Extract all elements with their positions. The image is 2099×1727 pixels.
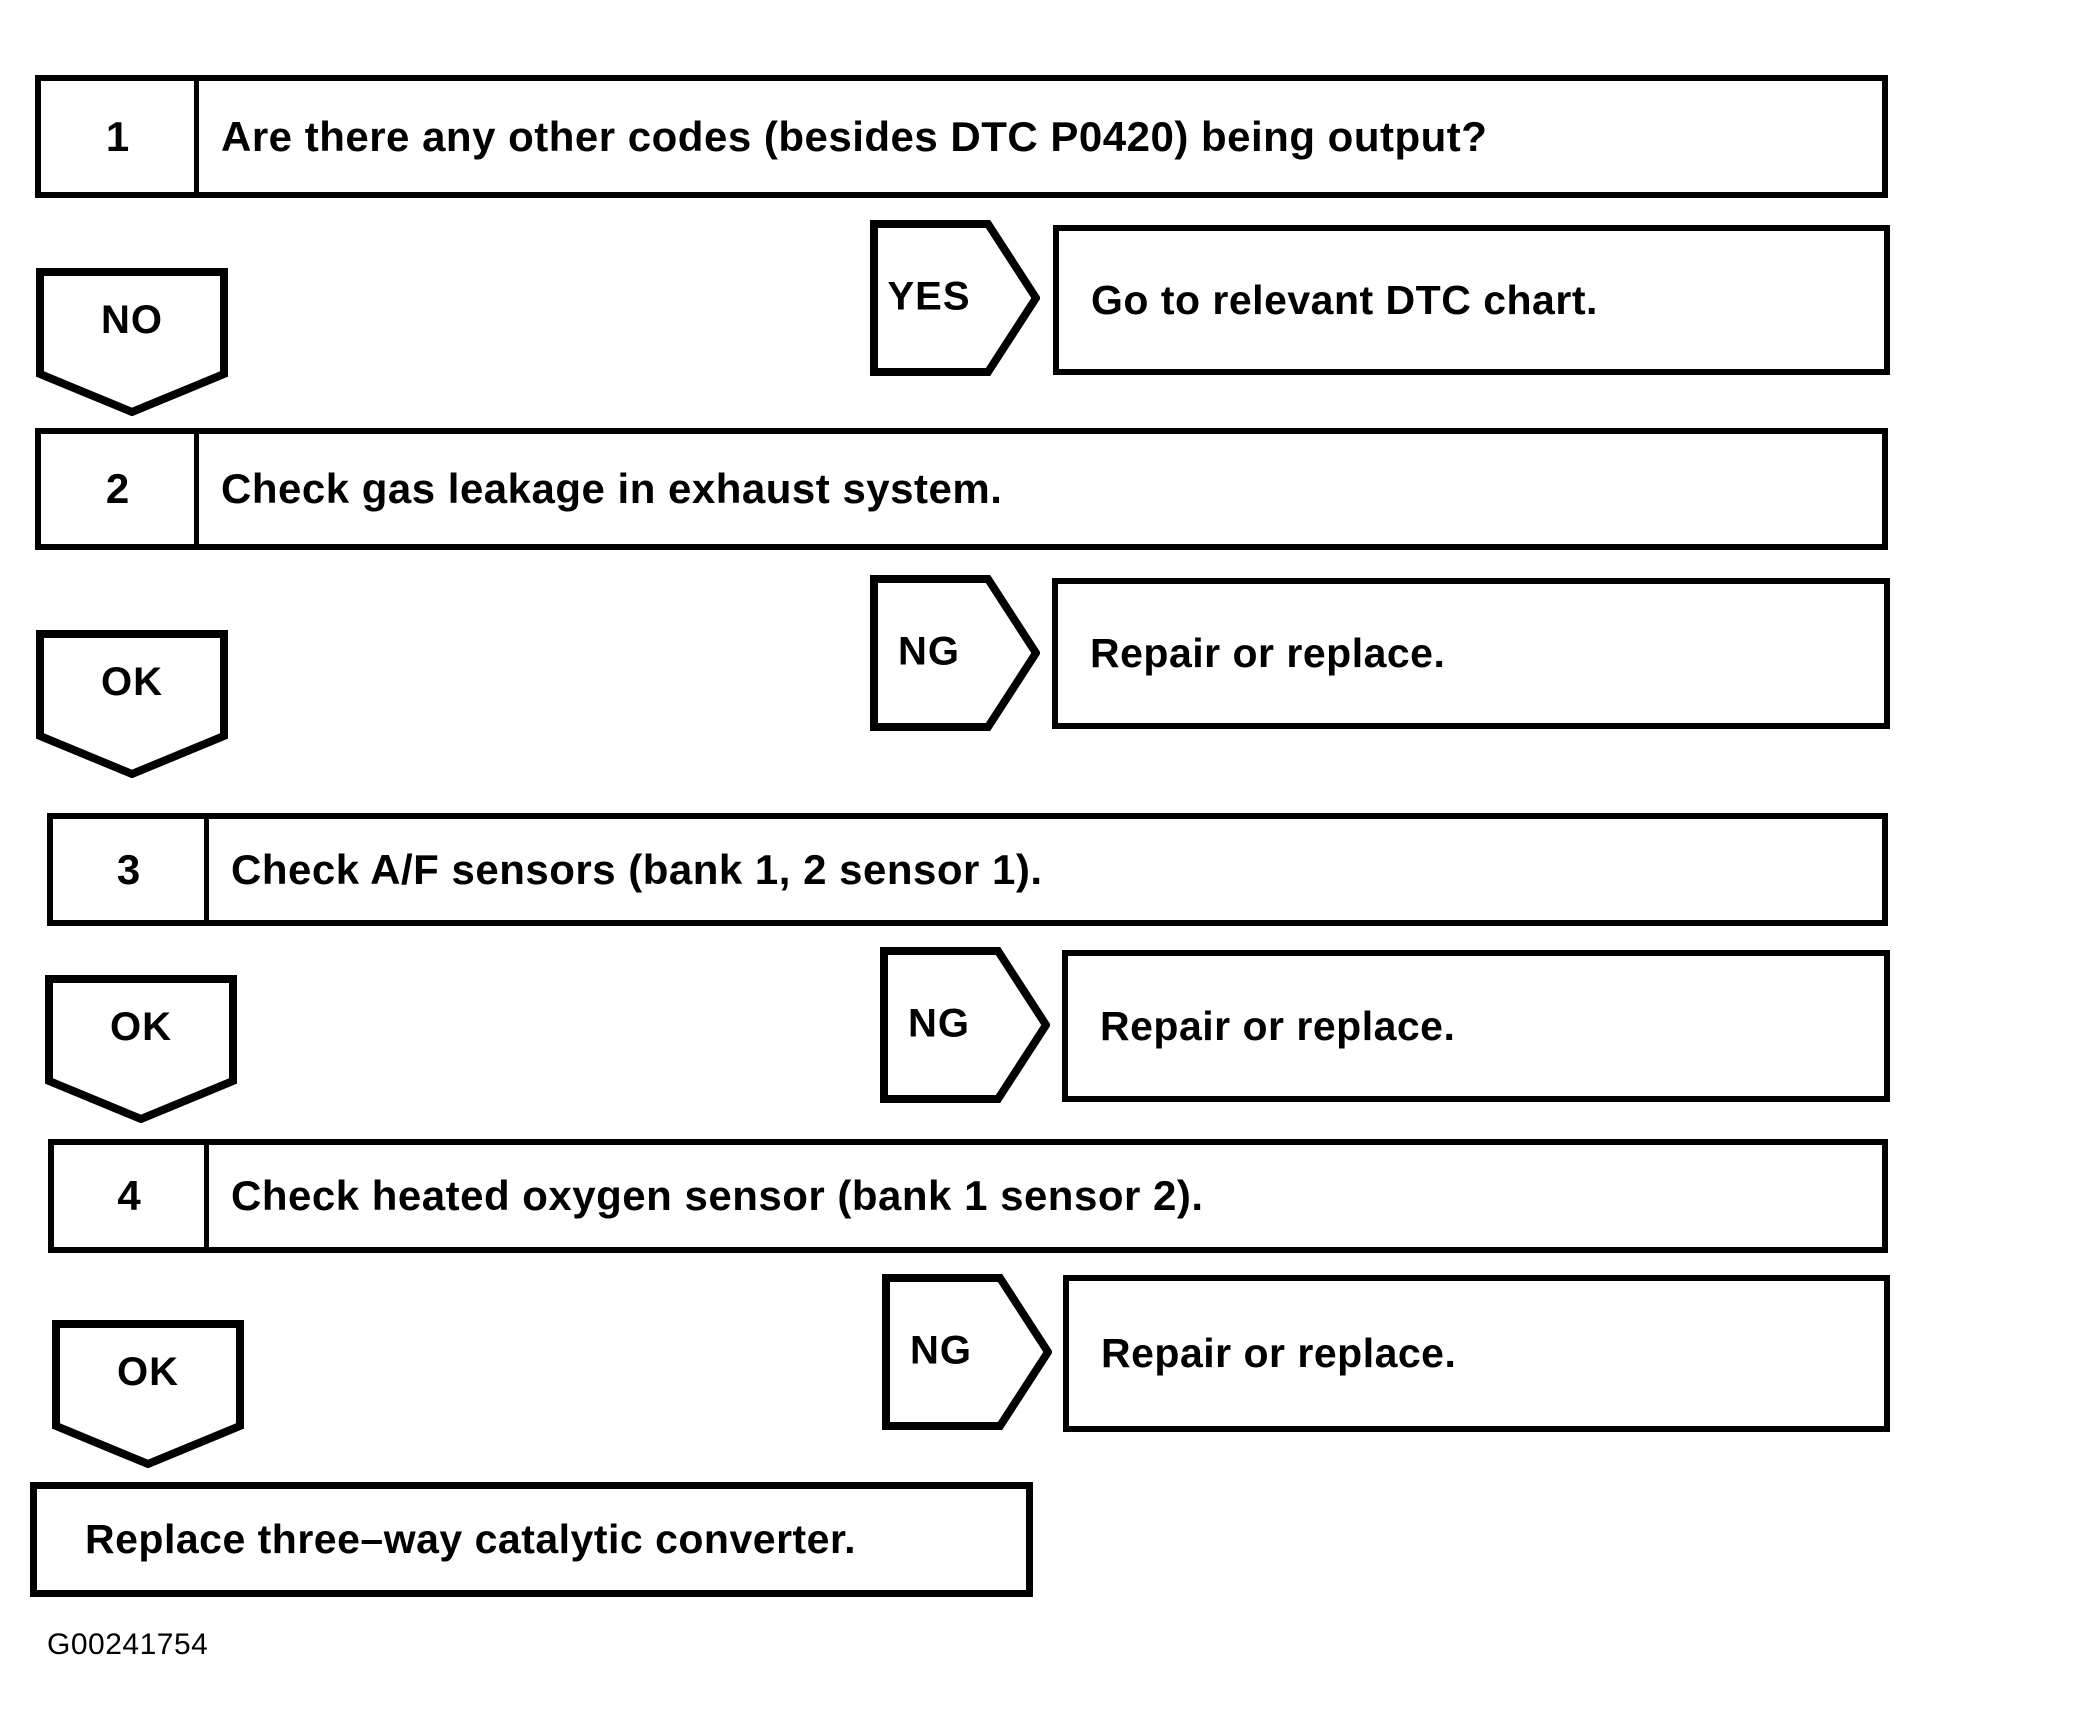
ng-branch: NG xyxy=(880,947,1050,1103)
result-box: Go to relevant DTC chart. xyxy=(1053,225,1890,375)
step-box-1: 1 Are there any other codes (besides DTC… xyxy=(35,75,1888,198)
ok-label: OK xyxy=(110,1005,172,1049)
right-arrow-shape xyxy=(870,575,1040,731)
step-number: 2 xyxy=(41,434,199,544)
ok-branch: OK xyxy=(36,630,228,778)
ok-label: OK xyxy=(101,660,163,704)
step-number: 3 xyxy=(53,819,209,920)
down-arrow-shape xyxy=(45,975,237,1123)
ng-label: NG xyxy=(910,1328,972,1373)
ok-label: OK xyxy=(117,1350,179,1394)
result-box: Repair or replace. xyxy=(1062,950,1890,1102)
final-action-box: Replace three–way catalytic converter. xyxy=(30,1482,1033,1597)
step-text: Check A/F sensors (bank 1, 2 sensor 1). xyxy=(231,845,1043,893)
down-arrow-shape xyxy=(36,630,228,778)
ng-branch: NG xyxy=(870,575,1040,731)
result-box: Repair or replace. xyxy=(1052,578,1890,729)
step-number: 4 xyxy=(54,1145,209,1247)
ng-branch: NG xyxy=(882,1274,1052,1430)
yes-label: YES xyxy=(887,274,971,319)
figure-id-label: G00241754 xyxy=(47,1628,209,1661)
ok-branch: OK xyxy=(45,975,237,1123)
result-box: Repair or replace. xyxy=(1063,1275,1890,1432)
step-box-2: 2 Check gas leakage in exhaust system. xyxy=(35,428,1888,550)
no-branch: NO xyxy=(36,268,228,416)
step-box-3: 3 Check A/F sensors (bank 1, 2 sensor 1)… xyxy=(47,813,1888,926)
step-text: Check heated oxygen sensor (bank 1 senso… xyxy=(231,1172,1204,1219)
no-label: NO xyxy=(101,298,163,342)
step-text: Are there any other codes (besides DTC P… xyxy=(221,112,1488,160)
ng-label: NG xyxy=(898,629,960,674)
ok-branch: OK xyxy=(52,1320,244,1468)
step-text: Check gas leakage in exhaust system. xyxy=(221,465,1003,512)
right-arrow-shape xyxy=(880,947,1050,1103)
step-number: 1 xyxy=(41,81,199,192)
yes-branch: YES xyxy=(870,220,1040,376)
step-box-4: 4 Check heated oxygen sensor (bank 1 sen… xyxy=(48,1139,1888,1253)
right-arrow-shape xyxy=(882,1274,1052,1430)
right-arrow-shape xyxy=(870,220,1040,376)
ng-label: NG xyxy=(908,1001,970,1046)
down-arrow-shape xyxy=(36,268,228,416)
down-arrow-shape xyxy=(52,1320,244,1468)
